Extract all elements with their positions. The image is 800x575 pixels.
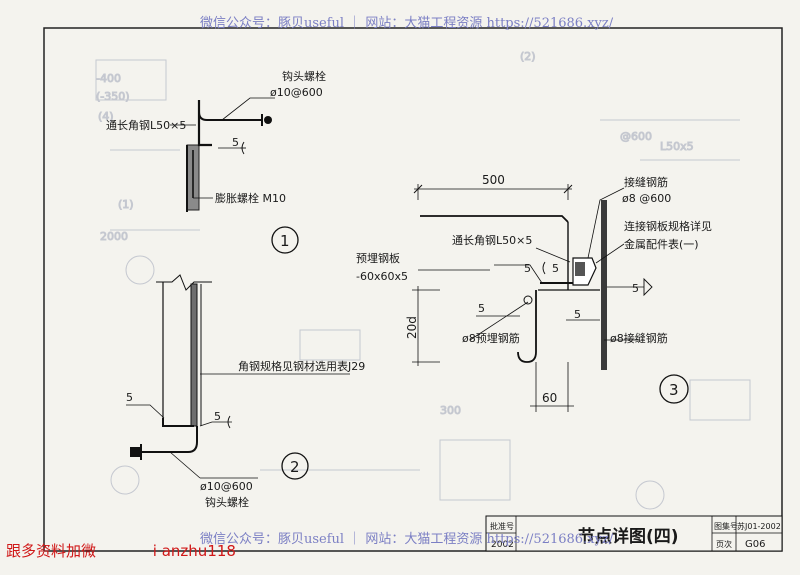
embed-plate-size: -60x60x5 — [356, 270, 408, 283]
ghost-text: (4) — [98, 110, 114, 123]
leader-angle — [535, 247, 571, 263]
ghost-layer: -400 (-350) L50x5 2000 (1) (4) (2) @600 … — [95, 50, 751, 510]
page-label: 页次 — [716, 539, 732, 549]
atlas-label: 图集号 — [714, 521, 738, 531]
hook-bolt-label: 钩头螺栓 — [282, 69, 326, 83]
page-number: G06 — [745, 539, 765, 550]
hook-spacing-label: ø10@600 — [270, 86, 323, 99]
embed-bar-label: ø8预埋钢筋 — [462, 331, 520, 345]
weld-size-b: 5 — [552, 262, 559, 275]
seam-bar-bottom-label: ø8接缝钢筋 — [610, 331, 668, 345]
detail-number: 2 — [290, 458, 300, 476]
drawing-title: 节点详图(四) — [578, 526, 679, 547]
ghost-text: L50x5 — [660, 140, 694, 153]
year-value: 2002 — [491, 540, 514, 550]
weld-size-a: 5 — [524, 262, 531, 275]
ghost-text: (1) — [118, 198, 134, 211]
ghost-text: 2000 — [100, 230, 128, 243]
angle-steel — [162, 418, 194, 427]
bolt-nut — [264, 116, 272, 124]
wall-section — [190, 283, 198, 427]
detail-1: 钩头螺栓 ø10@600 通长角钢L50×5 5 膨胀螺栓 M10 1 — [106, 69, 326, 254]
weld-size-d: 5 — [574, 308, 581, 321]
weld-size-e: 5 — [632, 282, 639, 295]
hook-spacing-label: ø10@600 — [200, 480, 253, 493]
weld-size-mid: 5 — [214, 410, 221, 423]
detail-number-circle — [659, 374, 689, 404]
dimension-20d: 20d — [405, 316, 419, 339]
leader-hook-bolt — [221, 97, 275, 121]
embedded-bar — [517, 290, 537, 363]
bolt-block — [575, 262, 585, 276]
weld-leader-left — [126, 404, 165, 419]
dimension-500: 500 — [482, 173, 505, 187]
corner-note: 跟多资料加微 i anzhu118 — [6, 540, 288, 561]
weld-size-c: 5 — [478, 302, 485, 315]
watermark-top: 微信公众号：豚贝useful ｜ 网站：大猫工程资源 https://52168… — [200, 16, 614, 31]
year-label: 批准号 — [490, 521, 514, 531]
angle-spec-label: 角钢规格见钢材选用表J29 — [238, 359, 365, 373]
angle-label: 通长角钢L50×5 — [106, 119, 186, 132]
detail-number-circle — [281, 452, 309, 480]
weld-size-left: 5 — [126, 391, 133, 404]
plate-ref-line1: 连接钢板规格详见 — [624, 219, 712, 233]
leader-seam-bar — [587, 187, 625, 259]
detail-number: 1 — [280, 232, 290, 250]
bolt-nut — [130, 447, 140, 457]
hook-bolt — [198, 100, 262, 121]
detail-number: 3 — [669, 381, 679, 399]
weld-size: 5 — [232, 136, 239, 149]
watermark-bottom: 微信公众号：豚贝useful ｜ 网站：大猫工程资源 https://52168… — [200, 532, 614, 547]
angle-steel — [197, 100, 212, 147]
corner-note-left: 跟多资料加微 — [6, 542, 97, 560]
ghost-text: @600 — [620, 130, 652, 143]
hook-bolt-label: 钩头螺栓 — [205, 495, 249, 509]
leader-embed-bar — [469, 301, 529, 341]
plate-ref-line2: 金属配件表(一) — [624, 237, 699, 251]
seam-bar-label: 接缝钢筋 — [624, 175, 668, 189]
expansion-bolt-label: 膨胀螺栓 M10 — [215, 191, 286, 205]
corner-note-right: i anzhu118 — [152, 542, 236, 560]
dimension-60: 60 — [542, 391, 557, 405]
embed-plate-label: 预埋钢板 — [356, 251, 400, 265]
seam-bar-top — [420, 215, 569, 223]
break-line — [156, 274, 212, 291]
weld-leader-a — [494, 264, 543, 284]
ghost-text: (2) — [520, 50, 536, 63]
atlas-number: 苏J01-2002 — [737, 521, 781, 531]
hook-bolt — [142, 426, 198, 453]
title-block: 批准号 2002 节点详图(四) 图集号 苏J01-2002 页次 G06 — [485, 515, 783, 552]
ghost-text: (-350) — [96, 90, 130, 103]
ghost-text: 300 — [440, 404, 461, 417]
detail-2: 角钢规格见钢材选用表J29 5 5 ø10@600 钩头螺栓 2 — [126, 274, 365, 509]
angle-label: 通长角钢L50×5 — [452, 234, 532, 247]
sheet-border — [43, 27, 783, 552]
ghost-text: -400 — [96, 72, 121, 85]
detail-number-circle — [271, 226, 299, 254]
detail-3: 500 接缝钢筋 ø8 @600 连接钢板规格详见 金属配件表(一) 通长角钢L… — [356, 173, 712, 412]
weld-leader-mid — [199, 421, 232, 427]
wall-plate — [601, 200, 607, 370]
leader-hook-bolt — [169, 451, 201, 479]
seam-spacing-label: ø8 @600 — [622, 192, 671, 205]
